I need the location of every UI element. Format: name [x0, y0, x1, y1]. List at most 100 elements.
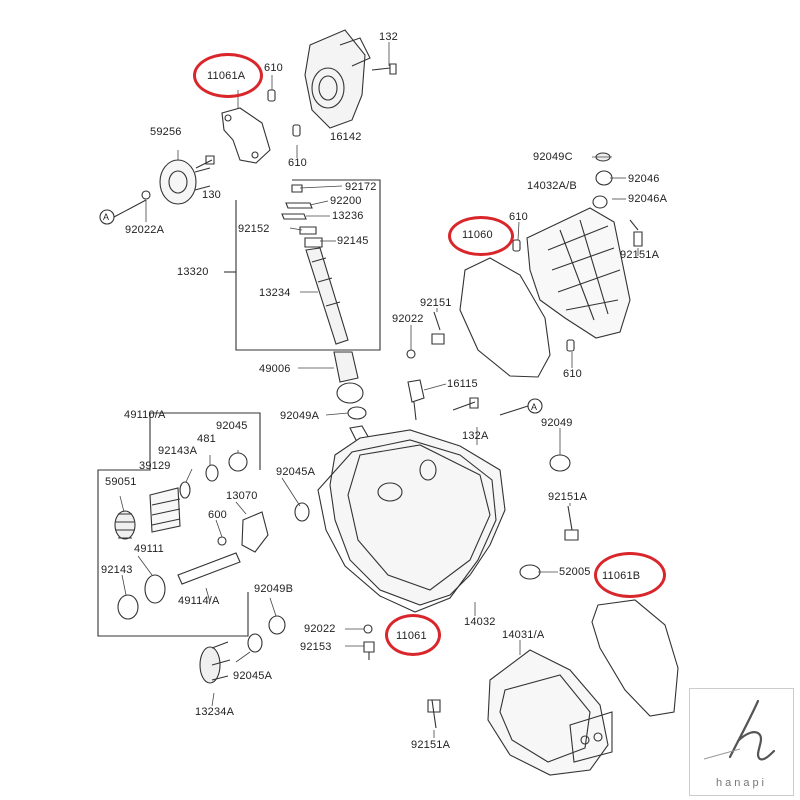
- plug-92046: [595, 170, 613, 186]
- washer-92143a: [179, 481, 191, 499]
- label-14031a: 14031/A: [502, 629, 545, 641]
- label-92045a-mid: 92045A: [276, 466, 316, 478]
- label-92049c: 92049C: [533, 151, 573, 163]
- label-a-mid: A: [531, 402, 538, 412]
- bolt-132a: [452, 397, 479, 411]
- oring-92049a: [347, 406, 367, 420]
- label-92045a-low: 92045A: [233, 670, 273, 682]
- label-92151a-mid: 92151A: [548, 491, 588, 503]
- bolt-132: [371, 63, 397, 75]
- bolt-92151a-top: [629, 219, 643, 247]
- label-49114a: 49114/A: [178, 595, 220, 607]
- label-610-top: 610: [264, 62, 283, 74]
- label-130: 130: [202, 189, 221, 201]
- bolt-92151a-low: [427, 699, 441, 729]
- crankcase-cover-14032: [329, 429, 506, 606]
- plug-92046a: [592, 195, 608, 209]
- label-14032ab: 14032A/B: [527, 180, 577, 192]
- label-16142: 16142: [330, 131, 362, 143]
- label-11061b: 11061B: [602, 570, 641, 582]
- washer-92022-mid: [406, 349, 416, 359]
- dowel-610-top: [267, 89, 276, 102]
- clutch-cover-14032ab: [526, 207, 631, 339]
- shaft-49114a: [177, 552, 241, 585]
- callout-11061: [385, 614, 441, 656]
- washer-92022-low: [363, 624, 373, 634]
- leader-lines: [119, 42, 639, 738]
- oring-92049: [549, 454, 571, 472]
- bolt-92151a-mid: [564, 505, 579, 541]
- label-49110a: 49110/A: [124, 409, 166, 421]
- label-92022a: 92022A: [125, 224, 165, 236]
- gasket-11061a: [221, 107, 271, 164]
- dowel-610-right: [512, 239, 521, 252]
- bolt-92151: [431, 311, 445, 345]
- sensor-16115: [407, 379, 425, 421]
- ring-481: [205, 464, 219, 482]
- gasket-11061: [317, 439, 497, 613]
- label-132: 132: [379, 31, 398, 43]
- label-132a: 132A: [462, 430, 489, 442]
- label-92151a-top: 92151A: [620, 249, 660, 261]
- gear-59051: [114, 510, 136, 540]
- gear-13234a: [199, 641, 231, 684]
- label-610-lower: 610: [563, 368, 582, 380]
- brand-signature-icon: [703, 699, 776, 761]
- label-610-mid: 610: [288, 157, 307, 169]
- label-52005: 52005: [559, 566, 591, 578]
- dowel-610-lower: [566, 339, 575, 352]
- bearing-92045a-mid: [294, 502, 310, 522]
- label-13320: 13320: [177, 266, 209, 278]
- pin-600: [217, 536, 227, 546]
- bearing-92045-top: [228, 452, 248, 472]
- label-92151: 92151: [420, 297, 452, 309]
- label-92153: 92153: [300, 641, 332, 653]
- label-16115: 16115: [447, 378, 478, 390]
- label-92145: 92145: [337, 235, 369, 247]
- label-92049: 92049: [541, 417, 573, 429]
- brand-logo: hanapi: [689, 688, 794, 796]
- label-13234: 13234: [259, 287, 291, 299]
- callout-11060: [448, 216, 514, 256]
- label-92143a: 92143A: [158, 445, 198, 457]
- gasket-11061b: [591, 599, 679, 717]
- bolt-130: [195, 155, 215, 169]
- label-600: 600: [208, 509, 227, 521]
- label-13234a: 13234A: [195, 706, 235, 718]
- plug-52005: [519, 564, 541, 580]
- callout-11061a: [193, 53, 263, 98]
- water-pump-housing: [304, 29, 371, 129]
- label-59256: 59256: [150, 126, 182, 138]
- brand-name: hanapi: [715, 777, 768, 789]
- gasket-11060: [459, 257, 551, 378]
- label-92022-mid: 92022: [392, 313, 424, 325]
- label-a-left: A: [103, 212, 110, 222]
- label-39129: 39129: [139, 460, 171, 472]
- seal-49006: [333, 351, 364, 404]
- label-49006: 49006: [259, 363, 291, 375]
- gear-49111: [144, 574, 166, 604]
- callout-11061b: [594, 552, 666, 598]
- generator-cover-14031a: [487, 649, 613, 776]
- label-92152: 92152: [238, 223, 270, 235]
- gear-92143: [117, 594, 139, 620]
- spring-39129: [149, 487, 181, 533]
- washer-92022a: [141, 190, 151, 200]
- label-59051: 59051: [105, 476, 137, 488]
- label-11061: 11061: [396, 630, 427, 642]
- label-13070: 13070: [226, 490, 258, 502]
- label-610-right: 610: [509, 211, 528, 223]
- shaft-13234: [305, 247, 349, 345]
- bolt-92153: [363, 641, 375, 660]
- label-11061a: 11061A: [207, 70, 246, 82]
- label-92046: 92046: [628, 173, 660, 185]
- label-92200: 92200: [330, 195, 362, 207]
- label-49111: 49111: [134, 543, 164, 555]
- impeller-13070: [241, 511, 269, 553]
- label-92143: 92143: [101, 564, 133, 576]
- label-92045-top: 92045: [216, 420, 248, 432]
- seal-92049b: [268, 615, 286, 635]
- assembly-box-13320: [235, 179, 381, 351]
